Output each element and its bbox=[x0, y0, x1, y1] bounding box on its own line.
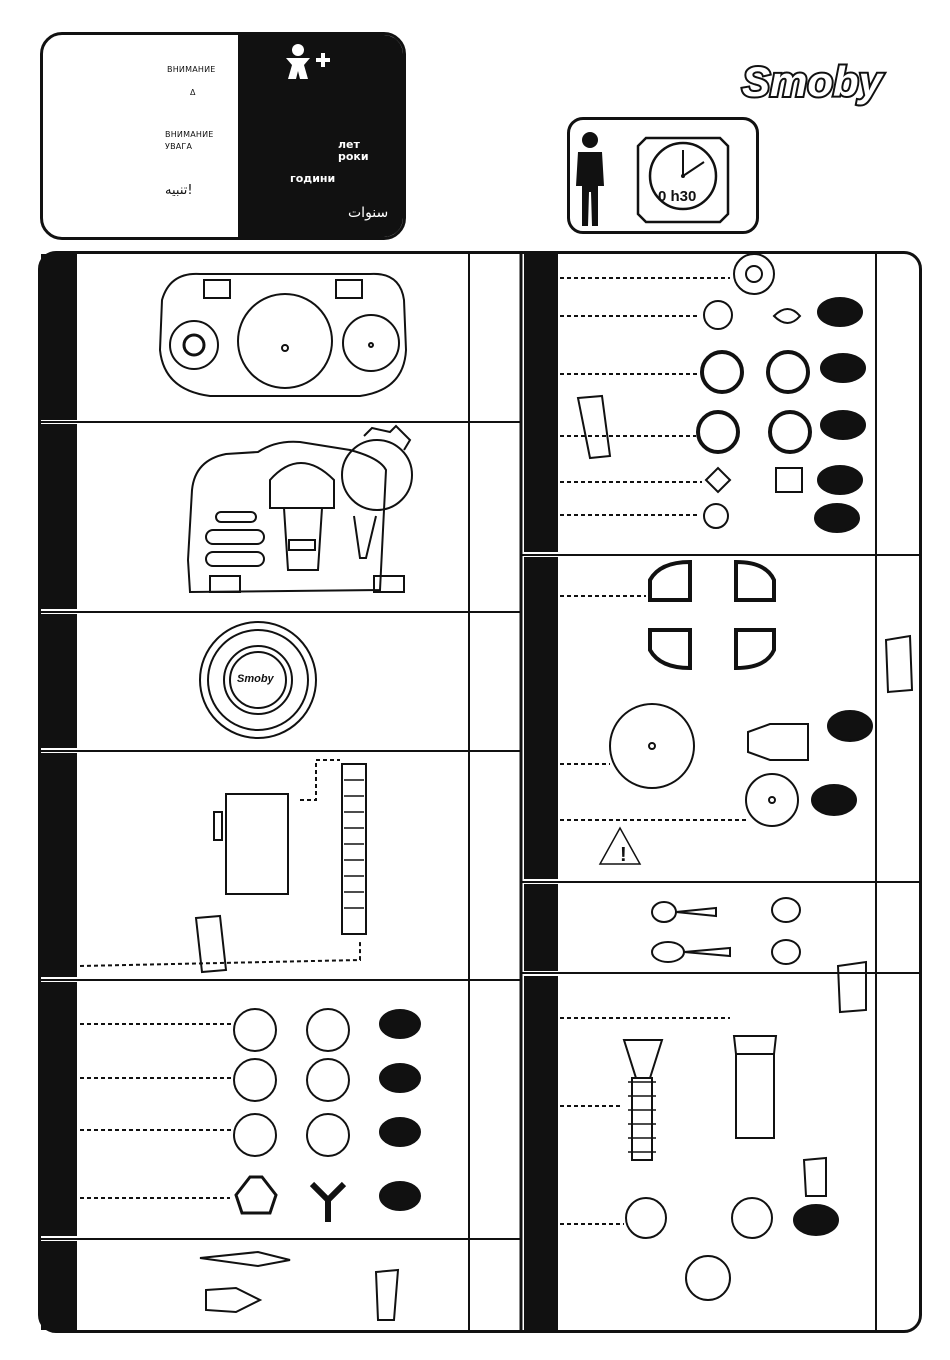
svg-text:!: ! bbox=[620, 844, 627, 866]
disc-logo-text: Smoby bbox=[237, 673, 274, 685]
